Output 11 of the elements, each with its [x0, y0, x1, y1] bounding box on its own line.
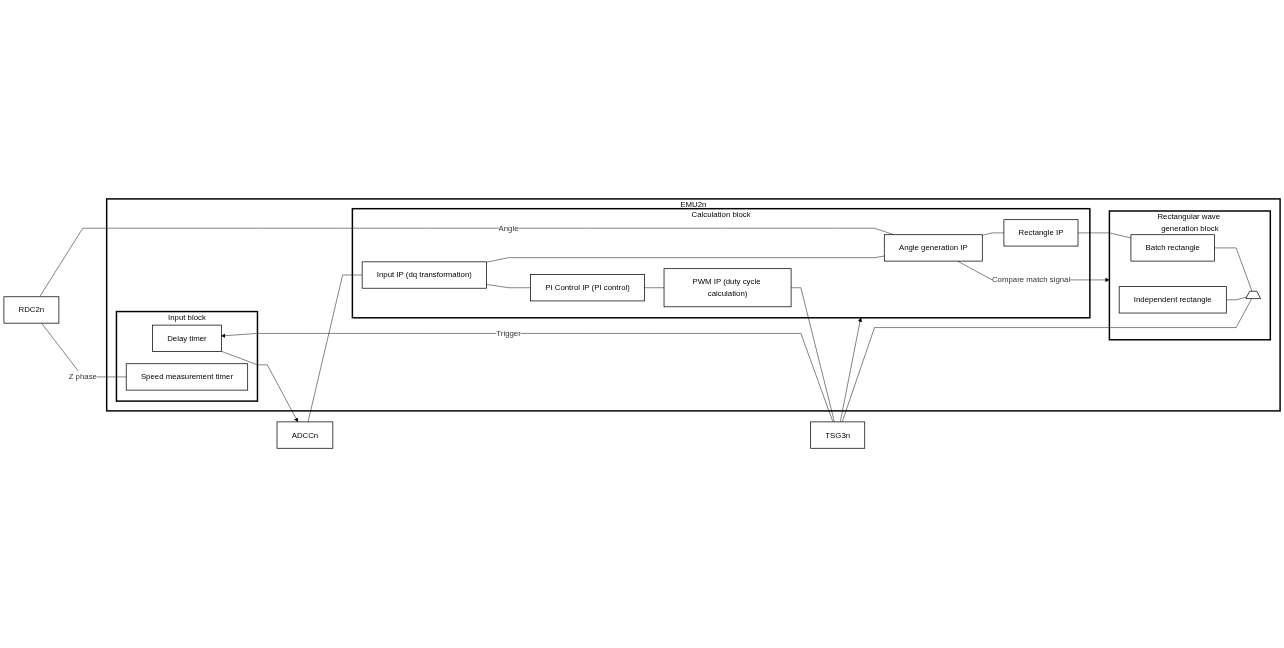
connector [644, 287, 665, 289]
connector [486, 256, 885, 263]
connector [790, 287, 835, 423]
connector [1226, 297, 1248, 301]
connector [307, 275, 363, 423]
connector [39, 228, 895, 298]
connector [1214, 248, 1253, 293]
connector [1077, 233, 1132, 239]
connector [982, 233, 1005, 237]
node-trapezoid [1245, 291, 1261, 300]
connector [486, 284, 531, 289]
